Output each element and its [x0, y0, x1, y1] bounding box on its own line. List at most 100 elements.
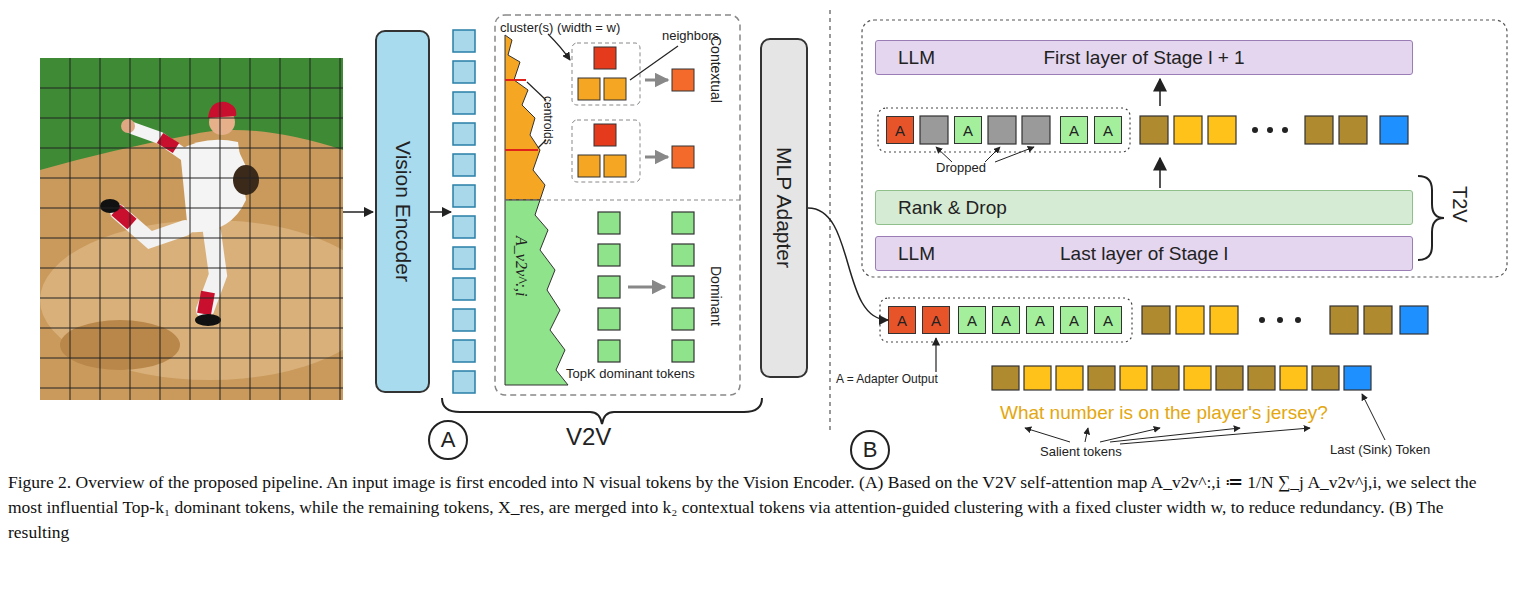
- divider: [829, 10, 830, 430]
- merge-arrow: [645, 79, 668, 82]
- cluster-frame: [572, 120, 640, 182]
- centroid-token: [594, 47, 616, 69]
- sink-token: [1380, 116, 1408, 144]
- token: [453, 340, 475, 362]
- rank-drop-band: Rank & Drop: [875, 190, 1413, 225]
- neighbor-token: [604, 155, 626, 177]
- node-text: A: [1103, 312, 1113, 329]
- ellipsis-dot: [1277, 317, 1283, 323]
- text-token: [1120, 366, 1147, 390]
- centroid-mark: [505, 79, 526, 81]
- text-token: [1174, 116, 1202, 144]
- bottom-row-tokens: [1142, 306, 1428, 334]
- token-square: A: [886, 116, 914, 144]
- text-token: [1216, 366, 1243, 390]
- token-square: A: [1060, 306, 1088, 334]
- separator: [505, 199, 740, 200]
- leader: [935, 338, 936, 372]
- ellipsis-dot: [1295, 317, 1301, 323]
- figure-caption: Figure 2. Overview of the proposed pipel…: [8, 470, 1508, 545]
- encoder-box: Vision Encoder: [375, 30, 430, 393]
- keep-arrow: [628, 286, 665, 289]
- token: [453, 247, 475, 269]
- cap: [208, 102, 236, 118]
- node-text: Vision Encoder: [391, 141, 415, 282]
- token: [672, 276, 694, 298]
- token: [453, 185, 475, 207]
- leader: [1085, 428, 1088, 442]
- llm-frame: [862, 20, 1507, 277]
- node-text: A: [895, 122, 905, 139]
- text-token: [1142, 306, 1170, 334]
- text-token: [1280, 366, 1307, 390]
- contextual-token: [672, 146, 694, 168]
- annotation-text: Last (Sink) Token: [1330, 442, 1430, 457]
- ellipsis-dot: [1252, 127, 1258, 133]
- annotation-text: What number is on the player's jersey?: [1000, 402, 1328, 424]
- token: [453, 154, 475, 176]
- centroid-token: [594, 124, 616, 146]
- group-frame: [878, 108, 1130, 152]
- text-token: [1364, 306, 1392, 334]
- attention-curve: [505, 35, 545, 200]
- annotation-text: cluster(s) (width = w): [500, 20, 620, 35]
- text-token: [1339, 116, 1367, 144]
- token: [672, 244, 694, 266]
- hand: [121, 119, 135, 133]
- token: [453, 278, 475, 300]
- token: [598, 212, 620, 234]
- ellipsis-dot: [1282, 127, 1288, 133]
- llm-layer-band: LLM First layer of Stage l + 1: [875, 40, 1413, 75]
- token-square: A: [954, 116, 982, 144]
- arrow: [1159, 158, 1161, 188]
- node-text: A: [441, 427, 456, 453]
- leader: [1120, 428, 1310, 444]
- text-token: [1152, 366, 1179, 390]
- panel-circle: B: [850, 430, 890, 470]
- dropped-token: [988, 116, 1016, 144]
- token-square: A: [1094, 116, 1122, 144]
- token: [453, 371, 475, 393]
- token-square: A: [1026, 306, 1054, 334]
- token-square: A: [992, 306, 1020, 334]
- llm-layer-band: LLMLast layer of Stage l: [875, 236, 1413, 271]
- text-token: [1210, 306, 1238, 334]
- token-square: A: [958, 306, 986, 334]
- annotation-text: centroids: [541, 96, 555, 145]
- sink-token: [1344, 366, 1371, 390]
- centroid-mark: [505, 149, 538, 151]
- ellipsis-dot: [1267, 127, 1273, 133]
- node-text: A: [1069, 312, 1079, 329]
- arm: [132, 128, 186, 156]
- node-text: LLM: [898, 47, 935, 69]
- node-text: A: [1001, 312, 1011, 329]
- sink-token: [1400, 306, 1428, 334]
- annotation-text: Salient tokens: [1040, 444, 1122, 459]
- node-text: A: [1103, 122, 1113, 139]
- leader: [1362, 394, 1385, 440]
- shoe: [100, 199, 120, 213]
- dropped-token: [1022, 116, 1050, 144]
- arrow: [1159, 79, 1161, 106]
- panel-circle: A: [428, 420, 468, 460]
- text-token: [1248, 366, 1275, 390]
- token: [672, 212, 694, 234]
- token-square: A: [922, 306, 950, 334]
- mound: [40, 220, 343, 380]
- text-token: [1305, 116, 1333, 144]
- leader: [630, 46, 678, 80]
- brace: [1418, 176, 1444, 260]
- annotation-text: A = Adapter Output: [836, 372, 938, 386]
- token: [598, 308, 620, 330]
- node-text: First layer of Stage l + 1: [1043, 47, 1244, 69]
- node-text: A: [1069, 122, 1079, 139]
- annotation-text: Dropped: [936, 160, 986, 175]
- node-text: A: [963, 122, 973, 139]
- dominant-tokens: [598, 212, 694, 362]
- token: [453, 123, 475, 145]
- glove: [233, 165, 259, 195]
- text-token: [1024, 366, 1051, 390]
- text-token: [1056, 366, 1083, 390]
- node-text: B: [863, 437, 878, 463]
